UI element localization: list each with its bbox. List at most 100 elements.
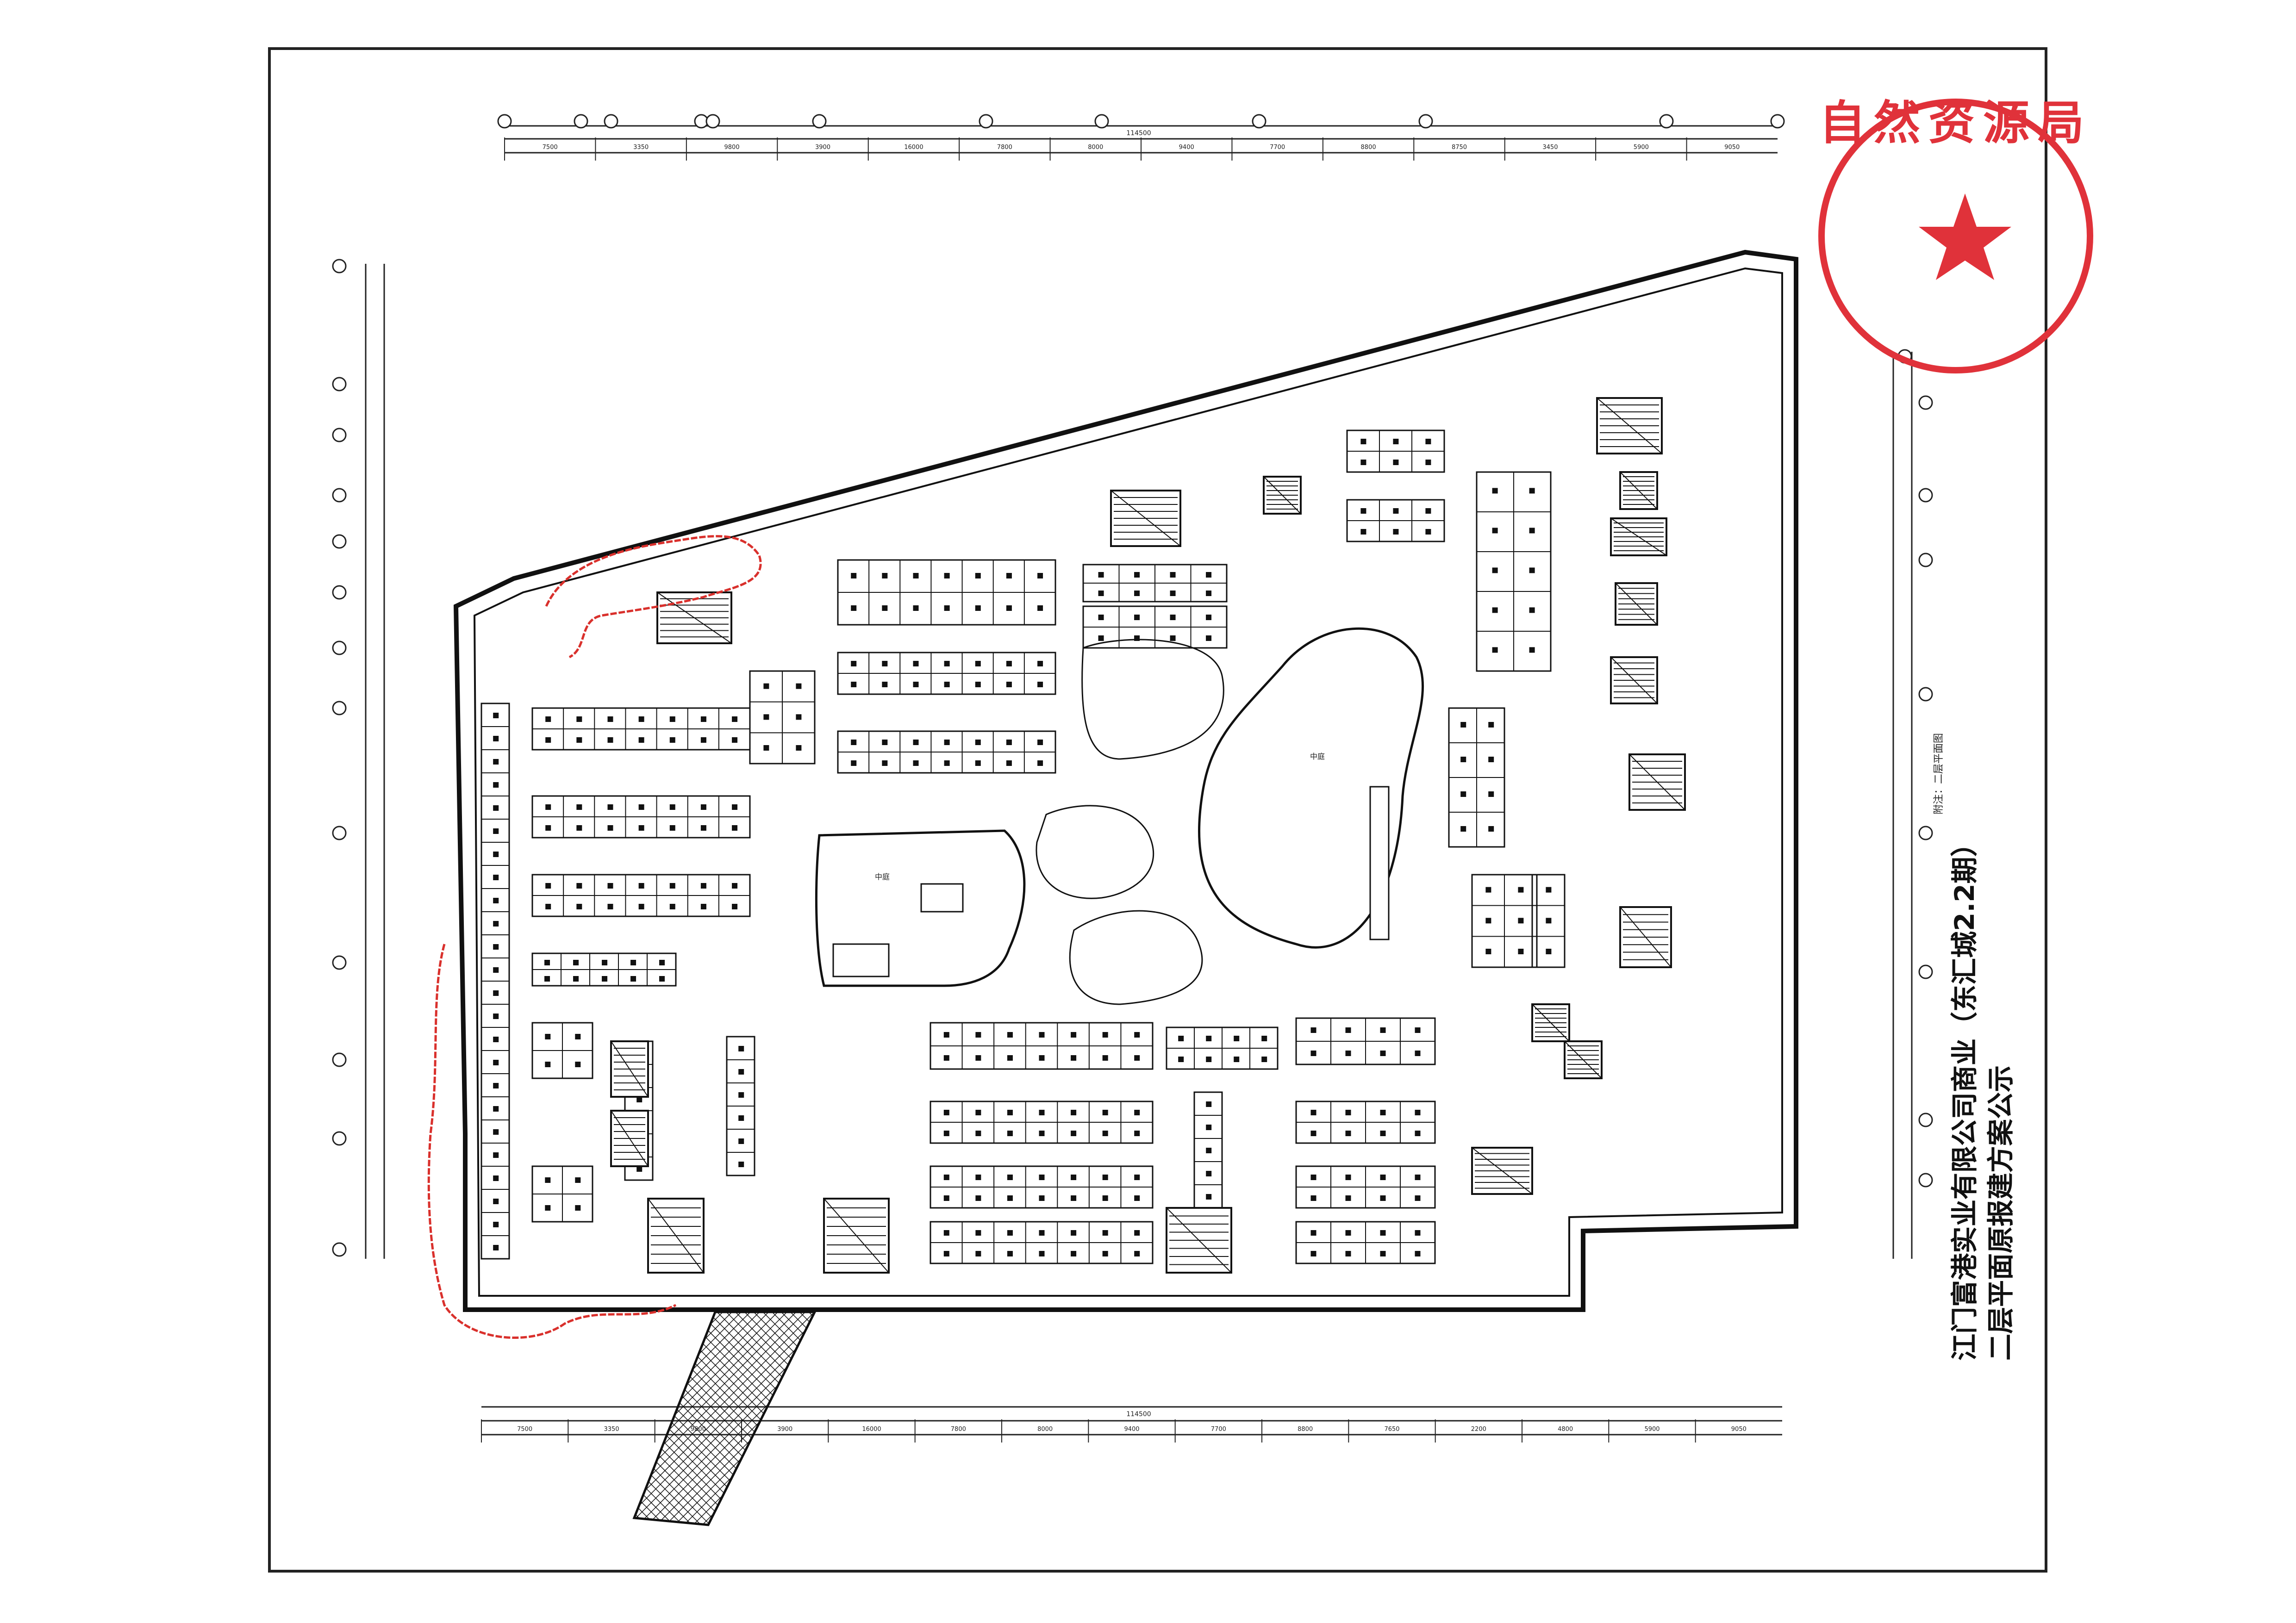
column-marker [975,1131,981,1136]
column-marker [607,883,613,889]
column-marker [1415,1051,1421,1056]
column-marker [1380,1195,1386,1201]
column-marker [1206,1036,1212,1041]
column-marker [851,760,857,766]
column-marker [943,1230,949,1236]
column-marker [1206,1148,1212,1153]
column-marker [493,898,499,903]
column-marker [545,1177,551,1183]
column-marker [493,782,499,788]
column-marker [545,883,551,889]
column-marker [1007,1110,1013,1115]
column-marker [732,737,738,743]
column-marker [1007,1251,1013,1256]
stair-diagonal [1263,476,1301,514]
bottom-dimension-value: 5900 [1644,1426,1660,1433]
column-marker [1098,635,1104,641]
grid-bubbles-left [332,259,347,1257]
top-dimension-value: 3450 [1542,144,1558,151]
column-marker [1492,528,1498,534]
top-dimension-value: 7700 [1270,144,1285,151]
seal-star-icon [1919,193,2011,280]
column-marker [1134,572,1140,578]
column-marker [851,682,857,687]
column-marker [636,1166,643,1172]
column-marker [1360,439,1366,444]
column-marker [943,1195,949,1201]
column-marker [1485,887,1491,893]
column-marker [1006,661,1012,666]
stair-diagonal [1532,1004,1570,1042]
column-marker [1488,757,1494,762]
column-marker [1345,1251,1351,1256]
column-marker [1170,572,1176,578]
column-marker [700,737,706,743]
column-marker [1360,460,1366,465]
column-marker [636,1097,643,1102]
column-marker [493,1014,499,1019]
column-marker [1037,605,1043,611]
top-dimension-value: 16000 [904,144,923,151]
stair-diagonal [1564,1041,1602,1079]
column-marker [573,976,579,982]
column-marker [1102,1175,1108,1180]
column-marker [1170,615,1176,620]
column-marker [975,1032,981,1038]
bottom-dimension-value: 9050 [1731,1426,1747,1433]
column-marker [576,737,582,743]
column-marker [1380,1110,1386,1115]
stair-diagonal [1597,398,1662,454]
column-marker [1102,1055,1108,1061]
column-marker [1380,1175,1386,1180]
column-marker [1102,1032,1108,1038]
column-marker [796,683,802,689]
column-marker [1310,1230,1316,1236]
column-marker [1098,591,1104,596]
column-marker [1071,1131,1077,1136]
column-marker [1261,1057,1267,1062]
column-marker [1415,1131,1421,1136]
column-marker [1039,1251,1045,1256]
bottom-dimension-value: 7650 [1384,1426,1399,1433]
stair-diagonal [1472,1147,1533,1194]
column-marker [1206,635,1212,641]
column-marker [1037,760,1043,766]
column-marker [1425,460,1431,465]
column-marker [1134,1230,1140,1236]
column-marker [796,745,802,751]
bottom-dimension-value: 3350 [604,1426,619,1433]
column-marker [1006,760,1012,766]
column-marker [1039,1131,1045,1136]
column-marker [1206,1171,1212,1176]
column-marker [1415,1027,1421,1033]
column-marker [1071,1110,1077,1115]
column-marker [975,740,981,745]
column-marker [1529,528,1535,534]
column-marker [493,759,499,765]
column-marker [944,760,950,766]
column-marker [1425,508,1431,514]
column-marker [1170,635,1176,641]
column-marker [913,760,919,766]
column-marker [1039,1175,1045,1180]
column-marker [975,682,981,687]
column-marker [1006,573,1012,578]
side-note: 附注：二层平面图 [1933,733,1945,815]
column-marker [1345,1195,1351,1201]
column-marker [975,661,981,666]
column-marker [669,883,675,889]
column-marker [638,883,644,889]
column-marker [944,682,950,687]
column-marker [1071,1032,1077,1038]
stair-diagonal [657,592,732,644]
column-marker [573,960,579,965]
column-marker [493,875,499,880]
column-marker [493,828,499,834]
column-marker [493,1037,499,1042]
column-marker [493,1199,499,1204]
stair-diagonal [1615,583,1658,625]
column-marker [975,1055,981,1061]
column-marker [1492,647,1498,653]
top-dimension-value: 7800 [997,144,1012,151]
